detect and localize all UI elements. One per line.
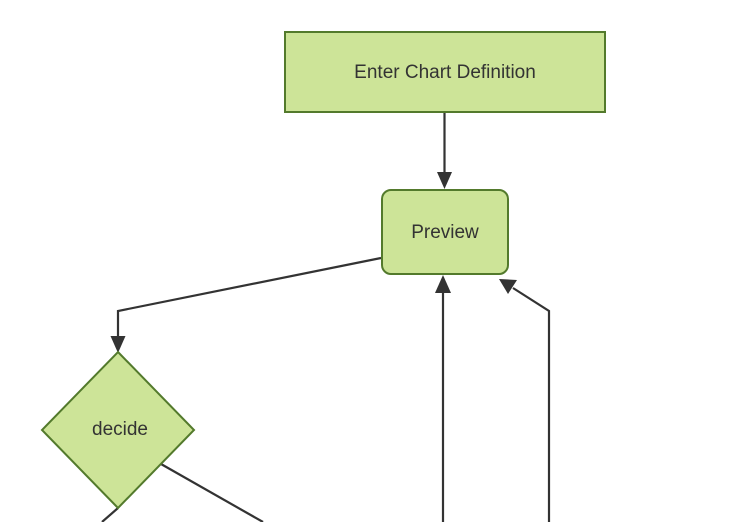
arrowhead-icon: [435, 275, 451, 293]
edge-preview-to-decide[interactable]: [110, 256, 382, 353]
edge-enter-to-preview[interactable]: [437, 113, 452, 189]
edge-layer: [101, 113, 551, 522]
node-shape-rectangle: [284, 31, 606, 113]
arrowhead-icon: [437, 172, 452, 189]
edge-decide-down-left[interactable]: [101, 507, 119, 522]
node-layer: Enter Chart Definition Preview decide: [40, 31, 606, 510]
edge-decide-down-right[interactable]: [160, 463, 264, 522]
node-decide[interactable]: decide: [40, 350, 196, 510]
edge-bottom-right-to-preview[interactable]: [499, 279, 551, 522]
node-label-enter-chart-definition: Enter Chart Definition: [354, 62, 536, 83]
node-label-preview: Preview: [411, 222, 479, 243]
edge-bottom-center-to-preview[interactable]: [435, 275, 451, 522]
node-preview[interactable]: Preview: [381, 189, 509, 275]
node-shape-rounded-rectangle: [381, 189, 509, 275]
arrowhead-icon: [499, 279, 517, 294]
node-shape-diamond: [40, 350, 196, 510]
arrowhead-icon: [110, 336, 126, 353]
node-label-decide: decide: [92, 419, 148, 440]
node-enter-chart-definition[interactable]: Enter Chart Definition: [284, 31, 606, 113]
